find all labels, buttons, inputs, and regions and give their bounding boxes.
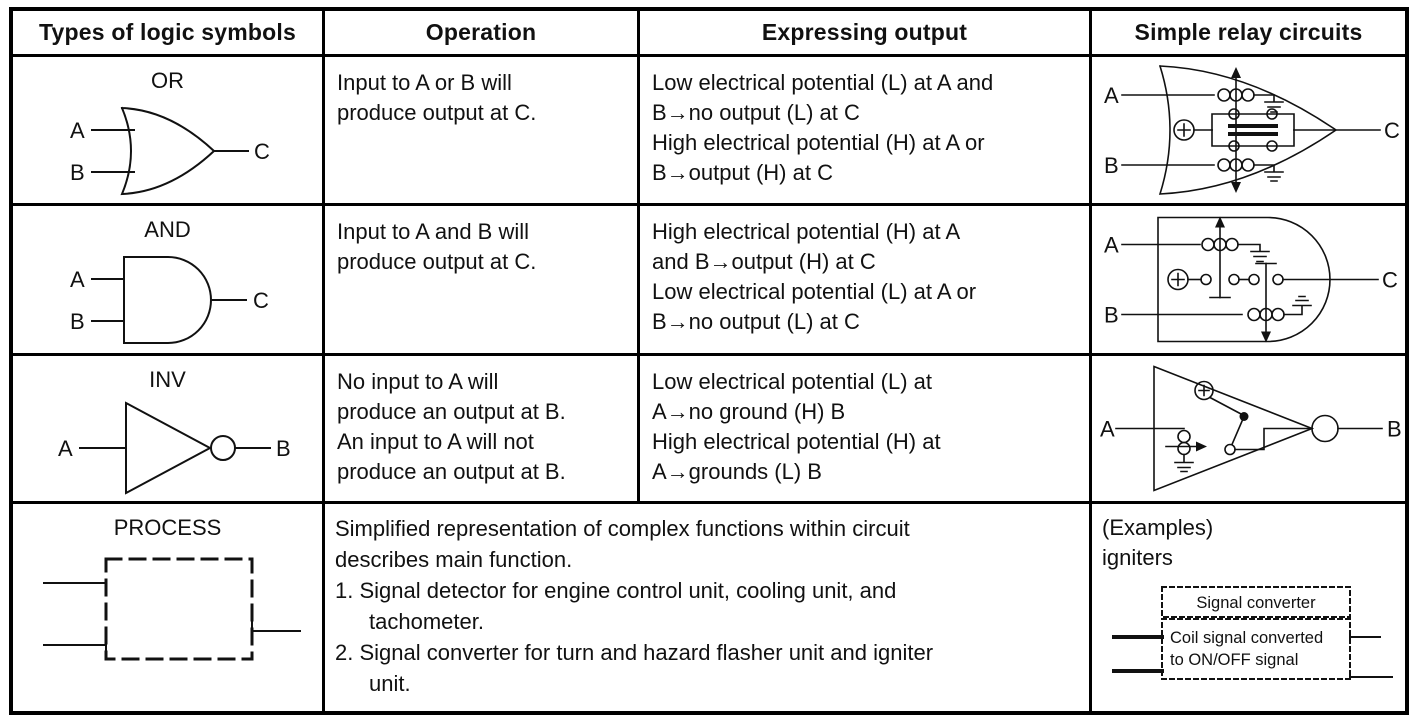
and-symbol-label: AND (144, 217, 191, 242)
examples-name: igniters (1102, 545, 1173, 570)
inv-gate-input-a: A (58, 436, 73, 461)
or-symbol-label: OR (151, 68, 184, 93)
inv-relay-circuit-diagram: A B (1100, 365, 1402, 492)
inv-symbol-label: INV (149, 367, 186, 392)
or-gate-output-c: C (254, 139, 270, 164)
inv-operation-cell: No input to A will produce an output at … (325, 356, 640, 504)
process-description-cell: Simplified representation of complex fun… (325, 504, 1092, 711)
description-line: 1. Signal detector for engine control un… (335, 578, 897, 603)
and-relay-input-b: B (1104, 303, 1119, 328)
or-gate-input-b: B (70, 160, 85, 185)
output-line: B→no output (L) at C (652, 100, 860, 125)
or-relay-output-c: C (1384, 118, 1400, 143)
operation-line: Input to A and B will (337, 219, 530, 244)
process-examples-cell: (Examples) igniters Signal converter Coi… (1092, 504, 1405, 711)
signal-converter-box-label: Signal converter (1196, 594, 1316, 612)
or-gate-diagram: A B C (70, 106, 270, 196)
operation-line: produce an output at B. (337, 459, 566, 484)
or-relay-circuit-diagram: A B C (1104, 64, 1400, 195)
and-gate-output-c: C (253, 288, 269, 313)
operation-line: Input to A or B will (337, 70, 512, 95)
description-line: Simplified representation of complex fun… (335, 516, 910, 541)
output-line: Low electrical potential (L) at A and (652, 70, 994, 95)
output-line: A→no ground (H) B (652, 399, 846, 424)
description-line: tachometer. (369, 609, 484, 634)
operation-line: An input to A will not (337, 429, 534, 454)
and-symbol-cell: AND A B C (13, 206, 325, 356)
header-types-of-logic-symbols: Types of logic symbols (13, 11, 325, 57)
output-line: B→output (H) at C (652, 160, 833, 185)
header-operation: Operation (325, 11, 640, 57)
or-gate-input-a: A (70, 118, 85, 143)
output-line: High electrical potential (H) at (652, 429, 941, 454)
inv-output-cell: Low electrical potential (L) at A→no gro… (640, 356, 1092, 504)
header-label: Types of logic symbols (38, 19, 297, 45)
and-relay-output-c: C (1382, 268, 1398, 293)
description-line: 2. Signal converter for turn and hazard … (335, 640, 934, 665)
examples-label: (Examples) (1102, 515, 1214, 540)
and-gate-input-a: A (70, 267, 85, 292)
header-simple-relay-circuits: Simple relay circuits (1092, 11, 1405, 57)
logic-symbols-table: Types of logic symbols Operation Express… (9, 7, 1409, 715)
header-label: Operation (425, 19, 537, 45)
output-line: A→grounds (L) B (652, 459, 822, 484)
coil-signal-line2: to ON/OFF signal (1170, 651, 1298, 669)
or-symbol-cell: OR A B C (13, 57, 325, 206)
process-symbol-diagram (42, 557, 301, 661)
process-symbol-label: PROCESS (113, 515, 222, 540)
inv-relay-input-a: A (1100, 417, 1115, 442)
output-line: B→no output (L) at C (652, 309, 860, 334)
and-relay-input-a: A (1104, 233, 1119, 258)
or-output-cell: Low electrical potential (L) at A and B→… (640, 57, 1092, 206)
inv-symbol-cell: INV A B (13, 356, 325, 504)
or-relay-input-b: B (1104, 153, 1119, 178)
output-line: High electrical potential (H) at A or (652, 130, 985, 155)
and-output-cell: High electrical potential (H) at A and B… (640, 206, 1092, 356)
header-label: Simple relay circuits (1134, 19, 1363, 45)
or-relay-cell: A B C (1092, 57, 1405, 206)
operation-line: No input to A will (337, 369, 499, 394)
header-expressing-output: Expressing output (640, 11, 1092, 57)
and-gate-diagram: A B C (70, 256, 269, 344)
or-relay-input-a: A (1104, 83, 1119, 108)
operation-line: produce output at C. (337, 249, 537, 274)
output-line: and B→output (H) at C (652, 249, 876, 274)
output-line: Low electrical potential (L) at (652, 369, 933, 394)
description-line: unit. (369, 671, 411, 696)
output-line: Low electrical potential (L) at A or (652, 279, 977, 304)
inv-relay-cell: A B (1092, 356, 1405, 504)
igniter-example-diagram: Signal converter Coil signal converted t… (1112, 586, 1393, 680)
operation-line: produce an output at B. (337, 399, 566, 424)
and-relay-circuit-diagram: A B C (1104, 216, 1398, 343)
header-label: Expressing output (761, 19, 968, 45)
and-relay-cell: A B C (1092, 206, 1405, 356)
process-symbol-cell: PROCESS (13, 504, 325, 711)
coil-signal-line1: Coil signal converted (1170, 629, 1323, 647)
inv-gate-output-b: B (276, 436, 291, 461)
and-gate-input-b: B (70, 309, 85, 334)
operation-line: produce output at C. (337, 100, 537, 125)
output-line: High electrical potential (H) at A (652, 219, 961, 244)
inv-relay-output-b: B (1387, 417, 1402, 442)
and-operation-cell: Input to A and B will produce output at … (325, 206, 640, 356)
description-line: describes main function. (335, 547, 573, 572)
inv-gate-diagram: A B (58, 401, 291, 495)
or-operation-cell: Input to A or B will produce output at C… (325, 57, 640, 206)
